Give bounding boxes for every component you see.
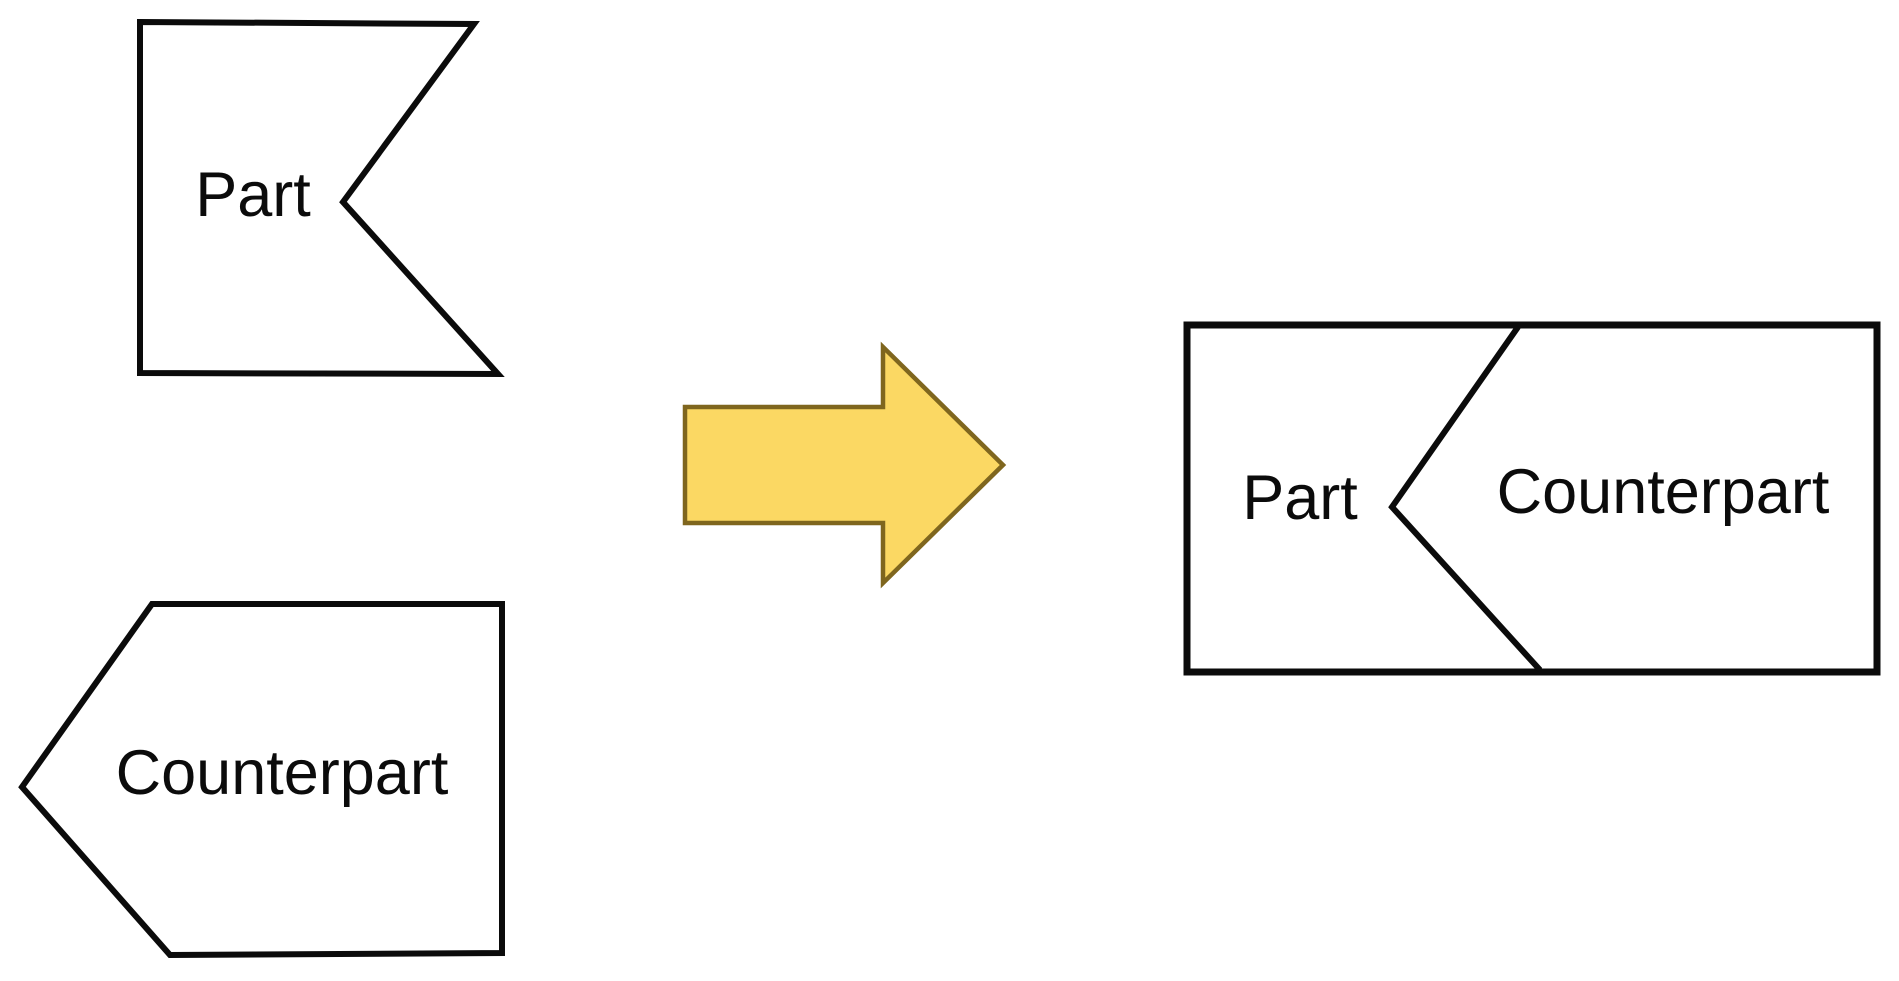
- counterpart-shape-label: Counterpart: [116, 738, 449, 808]
- arrow-right-icon: [682, 341, 1007, 589]
- part-shape-label: Part: [195, 160, 311, 230]
- counterpart-shape: [18, 601, 505, 959]
- seam-chevron-line: [1388, 325, 1543, 673]
- part-shape: [137, 18, 505, 378]
- combined-counterpart-label: Counterpart: [1497, 457, 1830, 527]
- combined-part-label: Part: [1242, 463, 1358, 533]
- combined-shape: [1183, 321, 1881, 676]
